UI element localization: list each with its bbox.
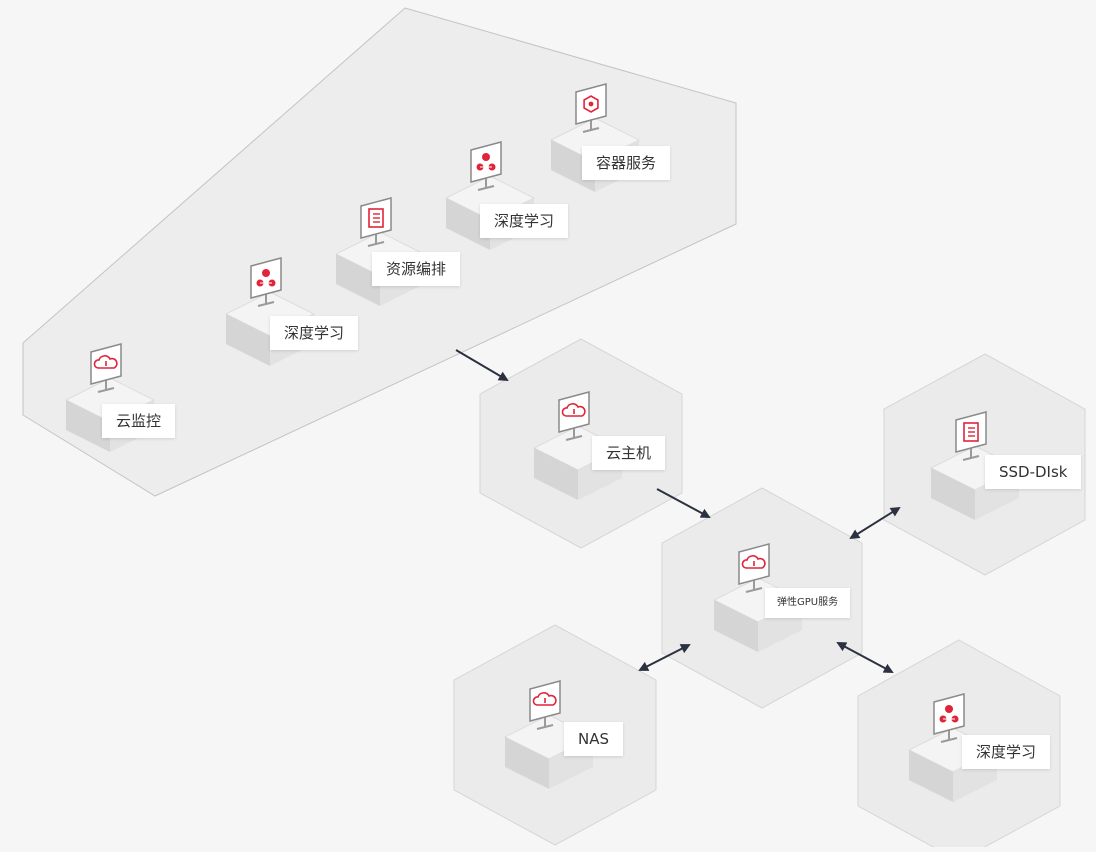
people-network-icon [476, 153, 496, 171]
label-deep-learning-1: 深度学习 [270, 316, 359, 350]
monitor-base [257, 301, 275, 307]
cloud-gpu-icon [741, 555, 766, 569]
arrow-gpu-nas [638, 644, 691, 671]
monitor-base [97, 387, 115, 393]
monitor-base [536, 724, 554, 730]
cloud-storage-icon [532, 692, 557, 706]
arrow-group-to-cloud-host [455, 349, 509, 382]
monitor-base [477, 185, 495, 191]
box-left [714, 600, 758, 652]
label-container: 容器服务 [582, 146, 671, 180]
monitor-base [940, 737, 958, 743]
label-deep-learning-2: 深度学习 [480, 204, 569, 238]
cloud-monitor-icon [93, 355, 118, 369]
monitor-screen [933, 693, 965, 735]
box-left [909, 750, 953, 802]
monitor-base [582, 127, 600, 133]
monitor-screen [470, 141, 502, 183]
box-left [226, 314, 270, 366]
arrow-gpu-deep-learning-3 [836, 642, 894, 673]
people-network-icon [939, 705, 959, 723]
label-deep-learning-3: 深度学习 [962, 735, 1051, 769]
box-left [931, 468, 975, 520]
label-cloud-host: 云主机 [592, 436, 666, 470]
box-left [534, 448, 578, 500]
box-left [446, 198, 490, 250]
container-hex-icon [583, 95, 599, 113]
arrow-gpu-ssd [849, 506, 901, 540]
monitor-base [367, 241, 385, 247]
cloud-server-icon [561, 403, 586, 417]
monitor-base [745, 587, 763, 593]
monitor-screen [250, 257, 282, 299]
document-icon [963, 422, 979, 442]
document-icon [368, 208, 384, 228]
label-orchestration: 资源编排 [372, 252, 461, 286]
monitor-base [565, 435, 583, 441]
label-gpu: 弹性GPU服务 [765, 588, 851, 618]
label-monitor: 云监控 [102, 404, 176, 438]
monitor-base [962, 455, 980, 461]
arrow-cloud-host-to-gpu [656, 488, 711, 518]
box-left [336, 254, 380, 306]
box-left [505, 737, 549, 789]
people-network-icon [256, 269, 276, 287]
box-left [66, 400, 110, 452]
label-nas: NAS [564, 722, 624, 756]
label-ssd: SSD-DIsk [985, 455, 1082, 489]
